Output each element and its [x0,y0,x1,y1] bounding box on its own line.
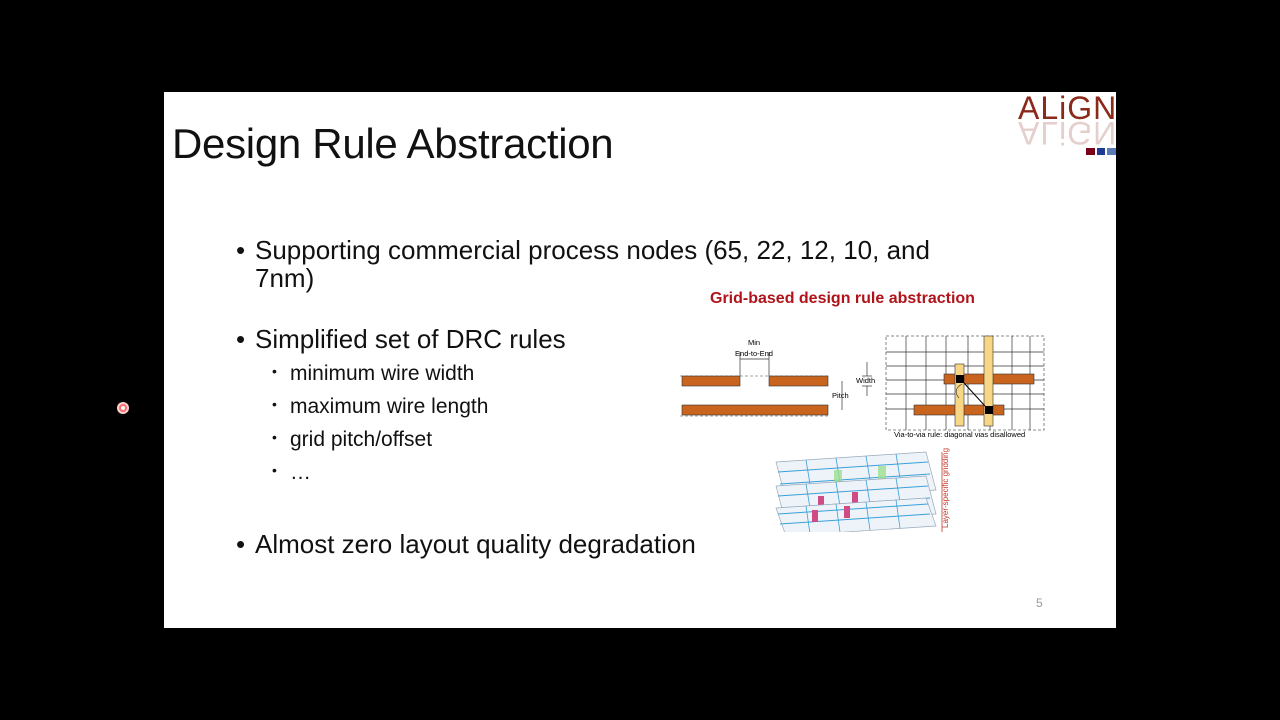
wire-segment [681,404,829,416]
sub-bullet-text: … [290,461,311,484]
via-column [954,363,965,427]
partner-badges-icon [1086,148,1116,156]
sub-bullet-text: minimum wire width [290,362,475,385]
bullet-dot-icon: • [236,235,246,265]
sub-bullet-dot-icon: • [272,396,277,412]
layer-gridding-label: Layer-specific gridding [941,448,950,528]
layer-gridding-diagram: Layer-specific gridding [775,448,950,532]
wire-spacing-diagram: Min End-to-End Pitch Width [680,338,875,417]
page-number: 5 [1036,596,1043,610]
slide-title: Design Rule Abstraction [172,120,614,167]
bullet-dot-icon: • [236,529,246,559]
via-grid-diagram: Via-to-via rule: diagonal vias disallowe… [885,335,1045,439]
bullet-text: Supporting commercial process nodes (65,… [255,235,930,293]
sub-bullet-dot-icon: • [272,429,277,445]
width-label: Width [856,376,875,385]
bullet-dot-icon: • [236,324,246,354]
slide: Design Rule Abstraction ALiGN ALiGN • Su… [164,92,1116,628]
wire-segment [768,375,829,387]
design-rule-diagram: Min End-to-End Pitch Width [680,335,1045,532]
pitch-label: Pitch [832,391,849,400]
logo-text: ALiGN [1018,92,1116,126]
sub-bullet-text: grid pitch/offset [290,428,433,451]
via-column [983,335,994,427]
laser-pointer-icon [119,404,127,412]
sub-bullet-dot-icon: • [272,363,277,379]
logo-reflection: ALiGN [1018,115,1116,151]
min-label: Min [748,338,760,347]
align-logo: ALiGN ALiGN [1016,92,1116,162]
figure-title: Grid-based design rule abstraction [710,290,975,307]
end-to-end-label: End-to-End [735,349,773,358]
sub-bullet-text: maximum wire length [290,395,489,418]
sub-bullet-dot-icon: • [272,462,277,478]
via-rule-label: Via-to-via rule: diagonal vias disallowe… [894,430,1025,439]
via-square [985,406,993,414]
wire-segment [681,375,741,387]
bullet-text: Almost zero layout quality degradation [255,529,696,559]
via-square [956,375,964,383]
bullet-text: Simplified set of DRC rules [255,324,566,354]
